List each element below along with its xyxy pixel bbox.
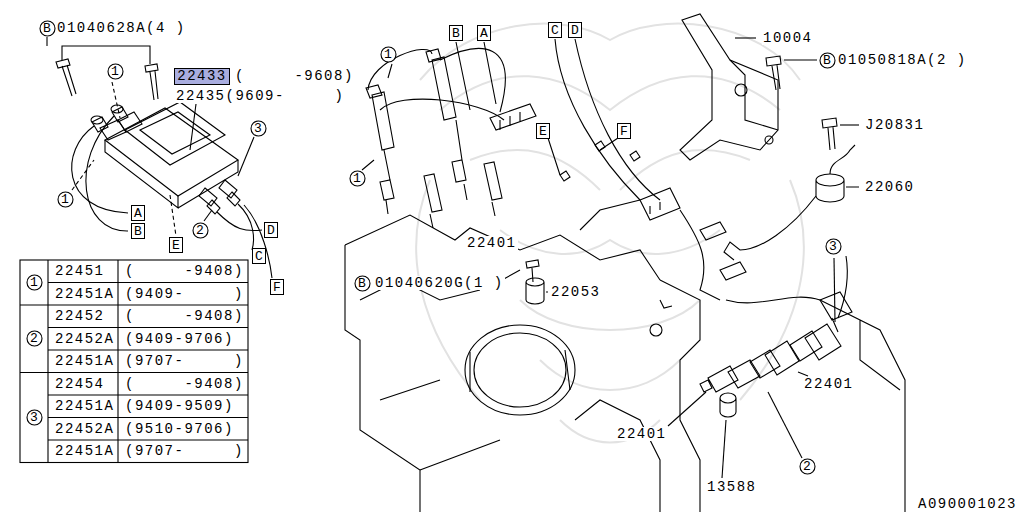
reference-letter: 22433	[177, 69, 227, 83]
reference-letter: E	[539, 125, 547, 138]
table-cell: 22451	[54, 264, 106, 278]
table-cell: 22452A	[54, 332, 115, 346]
reference-letter-box: C	[548, 22, 562, 38]
callout-circle: 2	[799, 458, 816, 475]
callout-number: B	[358, 277, 366, 290]
callout-circle: 1	[380, 46, 397, 63]
callout-number: 2	[803, 460, 811, 473]
callout-number: 2	[30, 332, 38, 345]
date-range: ( -9608)	[234, 69, 355, 83]
line-art	[20, 14, 905, 512]
table-cell: 22454	[54, 377, 106, 391]
callout-circle: 1	[57, 191, 74, 208]
highlighted-part-number: 22433	[174, 68, 230, 85]
callout-number: B	[43, 22, 51, 35]
reference-letter: A	[480, 27, 488, 40]
part-number: 01050818A(2 )	[837, 53, 968, 67]
part-number: 22401	[466, 236, 518, 250]
callout-circle: 3	[26, 409, 43, 426]
reference-letter-box: F	[617, 123, 631, 139]
callout-number: 1	[353, 172, 361, 185]
part-number: 22053	[550, 285, 602, 299]
callout-number: 1	[61, 193, 69, 206]
table-cell: (9409-9509)	[124, 399, 235, 413]
table-cell: (9510-9706)	[124, 422, 235, 436]
part-number: 22060	[864, 180, 916, 194]
table-cell: 22452A	[54, 422, 115, 436]
reference-letter: D	[267, 224, 275, 237]
table-cell: ( -9408)	[124, 377, 245, 391]
reference-letter: C	[255, 250, 263, 263]
reference-letter-box: B	[449, 25, 463, 41]
part-number: 22401	[616, 427, 668, 441]
part-number: J20831	[864, 118, 925, 132]
callout-number: 1	[384, 48, 392, 61]
callout-circle: B	[39, 20, 56, 37]
part-number: 22401	[803, 377, 855, 391]
callout-circle: 3	[825, 238, 842, 255]
table-cell: (9409-9706)	[124, 332, 235, 346]
callout-number: 1	[30, 276, 38, 289]
callout-circle: 1	[349, 170, 366, 187]
callout-number: 1	[111, 65, 119, 78]
reference-letter: F	[620, 125, 628, 138]
reference-letter: E	[172, 239, 180, 252]
reference-letter: B	[134, 225, 142, 238]
callout-circle: 1	[107, 63, 124, 80]
reference-letter: D	[571, 24, 579, 37]
table-cell: (9409- )	[124, 287, 245, 301]
reference-letter: A	[134, 207, 142, 220]
table-cell: (9707- )	[124, 444, 245, 458]
table-cell: 22451A	[54, 444, 115, 458]
reference-letter-box: F	[270, 279, 284, 295]
reference-letter-box: A	[131, 205, 145, 221]
table-cell: ( -9408)	[124, 309, 245, 323]
reference-letter: B	[452, 27, 460, 40]
callout-number: 3	[254, 122, 262, 135]
reference-letter-box: D	[264, 222, 278, 238]
part-number: 13588	[706, 480, 758, 494]
table-cell: 22451A	[54, 287, 115, 301]
callout-number: 3	[829, 240, 837, 253]
reference-letter: F	[273, 281, 281, 294]
callout-circle: B	[354, 275, 371, 292]
callout-circle: B	[819, 52, 836, 69]
table-cell: (9707- )	[124, 354, 245, 368]
part-number: 01040620G(1 )	[374, 276, 505, 290]
reference-letter-box: E	[169, 237, 183, 253]
callout-circle: 1	[26, 274, 43, 291]
reference-letter-box: B	[131, 223, 145, 239]
table-cell: 22452	[54, 309, 106, 323]
reference-letter-box: A	[477, 25, 491, 41]
callout-number: B	[823, 54, 831, 67]
reference-letter-box: C	[252, 248, 266, 264]
part-number: 22435(9609- )	[175, 89, 345, 103]
reference-letter-box: D	[568, 22, 582, 38]
table-cell: ( -9408)	[124, 264, 245, 278]
watermark	[416, 24, 804, 443]
reference-letter-box: E	[536, 123, 550, 139]
callout-number: 3	[30, 411, 38, 424]
callout-circle: 3	[250, 120, 267, 137]
reference-letter: C	[551, 24, 559, 37]
table-cell: 22451A	[54, 399, 115, 413]
part-number: 10004	[762, 31, 814, 45]
callout-circle: 2	[26, 330, 43, 347]
part-number: 01040628A(4 )	[56, 21, 187, 35]
table-cell: 22451A	[54, 354, 115, 368]
callout-number: 2	[196, 224, 204, 237]
callout-circle: 2	[192, 222, 209, 239]
drawing-number: A090001023	[917, 497, 1018, 511]
